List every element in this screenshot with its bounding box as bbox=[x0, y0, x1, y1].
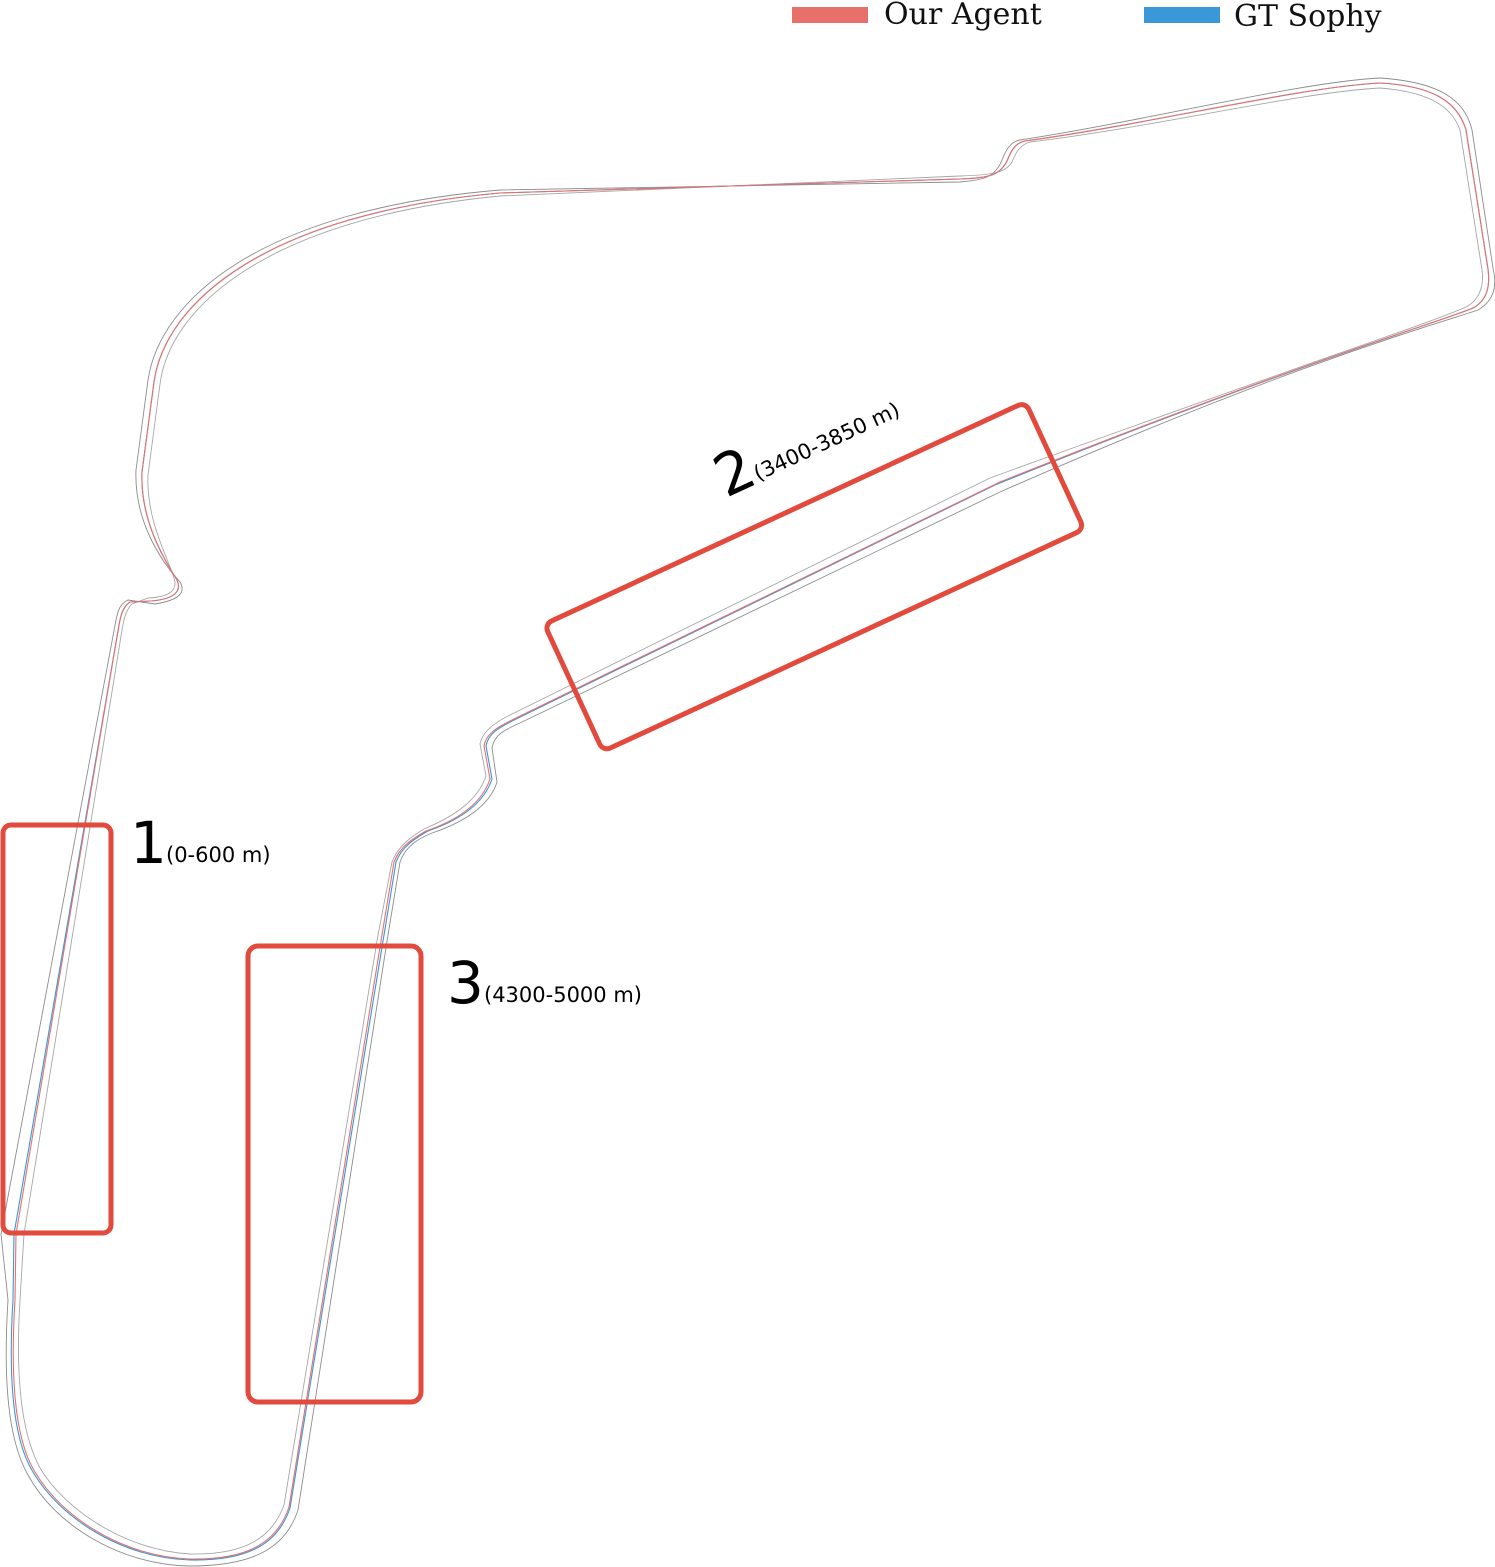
legend-swatch-gt-sophy bbox=[1144, 7, 1220, 23]
section-highlights bbox=[0, 402, 1085, 1405]
track-boundaries bbox=[0, 77, 1495, 1567]
section-label-2: 2 (3400-3850 m) bbox=[703, 398, 903, 511]
gt-sophy-line bbox=[10, 82, 1490, 1561]
section-1-box bbox=[0, 822, 114, 1236]
section-range: (0-600 m) bbox=[166, 843, 271, 867]
section-number: 3 bbox=[447, 949, 484, 1017]
section-number: 1 bbox=[130, 809, 167, 877]
section-2-box bbox=[544, 402, 1085, 752]
legend-swatch-our-agent bbox=[792, 7, 868, 23]
legend-label-our-agent: Our Agent bbox=[884, 0, 1042, 32]
section-label-1: 1 (0-600 m) bbox=[130, 809, 271, 877]
section-range: (4300-5000 m) bbox=[484, 983, 642, 1007]
legend-label-gt-sophy: GT Sophy bbox=[1234, 0, 1382, 34]
track-inner-edge bbox=[17, 87, 1483, 1555]
track-outer-edge bbox=[0, 77, 1495, 1567]
racing-lines bbox=[10, 82, 1490, 1561]
section-3-box bbox=[245, 943, 424, 1405]
our-agent-line bbox=[12, 82, 1490, 1560]
section-range: (3400-3850 m) bbox=[750, 398, 903, 486]
legend: Our Agent GT Sophy bbox=[792, 0, 1382, 34]
section-label-3: 3 (4300-5000 m) bbox=[447, 949, 642, 1017]
